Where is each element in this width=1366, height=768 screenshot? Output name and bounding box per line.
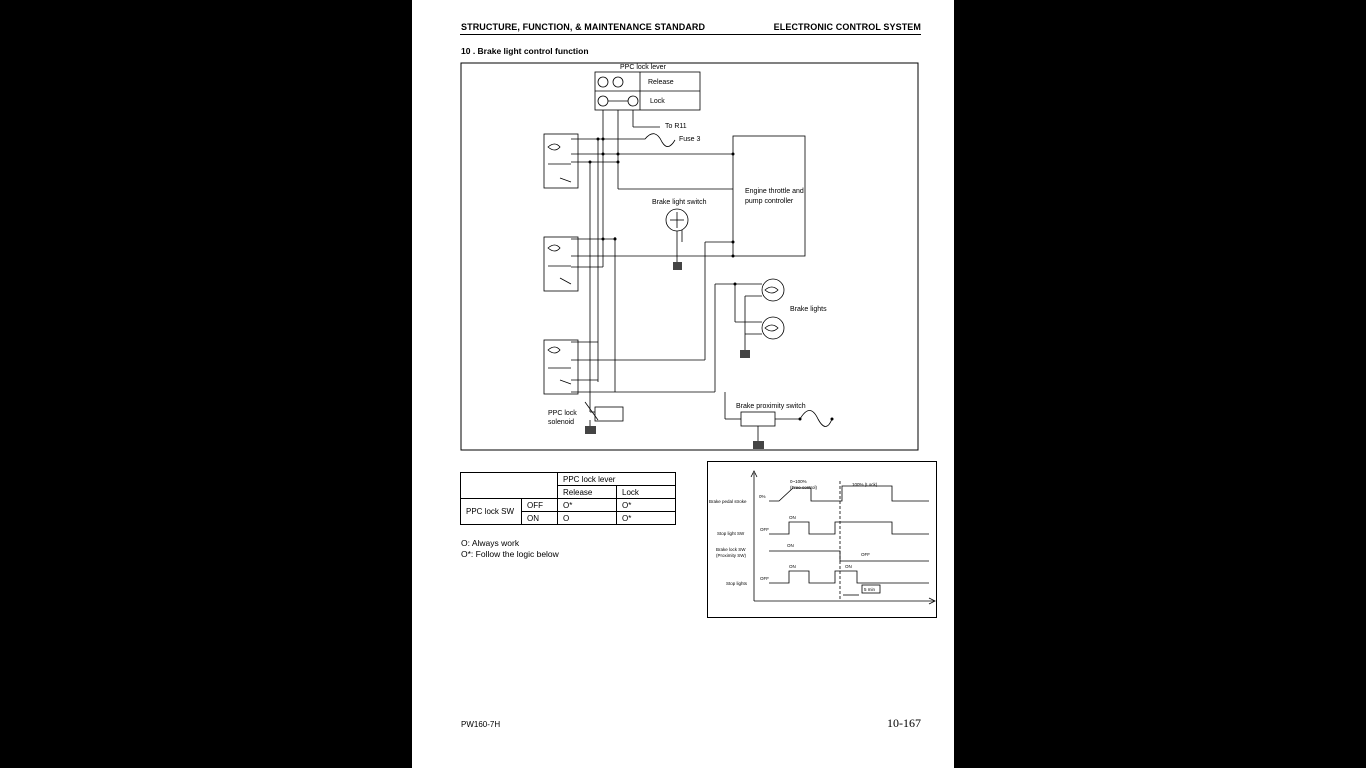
table-cell: O — [557, 511, 617, 525]
legend-line-1: O: Always work — [461, 538, 520, 548]
table-cell: O* — [616, 498, 676, 512]
label-release: Release — [648, 79, 674, 86]
timing-on: ON — [789, 515, 796, 520]
timing-on: ON — [845, 564, 852, 569]
table-state: ON — [521, 511, 558, 525]
label-brake-lights: Brake lights — [790, 306, 827, 313]
timing-diagram: Brake pedal stroke 0% 0~100% (Free contr… — [707, 461, 937, 618]
timing-brake-pedal-stroke: Brake pedal stroke — [709, 499, 747, 504]
table-row: PPC lock SW OFF O* O* — [460, 498, 676, 525]
timing-delay: 5 min — [864, 587, 876, 592]
timing-brake-lock-sw-1: Brake lock SW — [716, 547, 746, 552]
timing-brake-lock-sw-2: (Proximity SW) — [716, 553, 746, 558]
circuit-diagram: PPC lock lever Release Lock To R11 Fuse … — [460, 62, 919, 451]
timing-stop-lights: Stop lights — [726, 581, 748, 586]
table-col-header: PPC lock lever — [557, 472, 676, 486]
legend-line-2: O*: Follow the logic below — [461, 549, 559, 559]
label-brake-proximity-switch: Brake proximity switch — [736, 403, 806, 410]
label-ppc-lock-solenoid-1: PPC lock — [548, 410, 577, 417]
header-right: ELECTRONIC CONTROL SYSTEM — [773, 22, 921, 32]
timing-range-1: 0~100% — [790, 479, 807, 484]
manual-page: STRUCTURE, FUNCTION, & MAINTENANCE STAND… — [412, 0, 954, 768]
footer-model: PW160-7H — [461, 720, 501, 729]
label-lock: Lock — [650, 98, 665, 105]
label-brake-light-switch: Brake light switch — [652, 199, 707, 206]
table-sub-lock: Lock — [616, 485, 676, 499]
table-sub-release: Release — [557, 485, 617, 499]
timing-lock100: 100% (Lock) — [852, 482, 878, 487]
footer-page-number: 10-167 — [887, 716, 921, 730]
timing-stop-light-sw: Stop light SW — [717, 531, 745, 536]
table-row: ON O O* — [461, 511, 676, 525]
label-ppc-lock-solenoid-2: solenoid — [548, 419, 574, 426]
table-state: OFF — [521, 498, 558, 512]
timing-on: ON — [789, 564, 796, 569]
header-rule — [460, 34, 921, 35]
timing-pct0: 0% — [759, 494, 766, 499]
ppc-lock-logic-table: PPC lock lever Release Lock PPC lock SW … — [460, 472, 676, 525]
timing-off: OFF — [760, 576, 769, 581]
label-controller-2: pump controller — [745, 198, 794, 205]
label-to-r11: To R11 — [665, 123, 687, 130]
table-row-header: PPC lock SW — [460, 498, 522, 525]
header-left: STRUCTURE, FUNCTION, & MAINTENANCE STAND… — [461, 22, 706, 32]
timing-off: OFF — [861, 552, 870, 557]
timing-off: OFF — [760, 527, 769, 532]
table-cell: O* — [616, 511, 676, 525]
timing-on: ON — [787, 543, 794, 548]
timing-range-2: (Free control) — [790, 485, 818, 490]
label-controller-1: Engine throttle and — [745, 188, 804, 195]
legend: O: Always work O*: Follow the logic belo… — [461, 538, 559, 560]
label-fuse-3: Fuse 3 — [679, 136, 701, 143]
section-title: 10 . Brake light control function — [461, 46, 589, 56]
label-ppc-lock-lever: PPC lock lever — [620, 64, 667, 71]
table-cell: O* — [557, 498, 617, 512]
